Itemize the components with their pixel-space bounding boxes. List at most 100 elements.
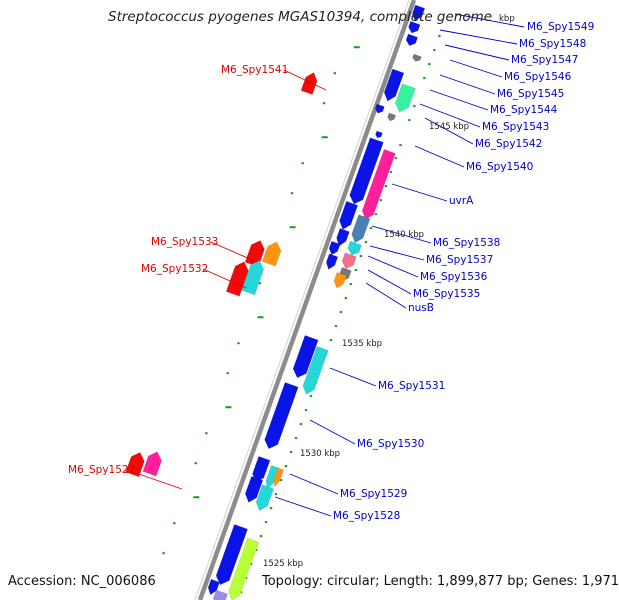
gene-label-m6-spy1541[interactable]: M6_Spy1541 [221,64,289,76]
gene-label-m6-spy1536[interactable]: M6_Spy1536 [420,271,488,283]
gene-m6-spy1532 [241,260,264,296]
gene-label-m6-spy1527[interactable]: M6_Spy1527 [68,464,136,476]
gene-label-m6-spy1542[interactable]: M6_Spy1542 [475,138,543,150]
tick-dash-right [259,535,263,538]
gene-label-m6-spy1535[interactable]: M6_Spy1535 [413,288,481,300]
leader-line-right-4 [439,74,496,95]
tick-label-1535: 1535 kbp [342,339,383,349]
gene-m6-spy1543 [374,103,385,114]
tick-dash-right [299,423,303,426]
gene-m6-spy1533 [261,241,282,267]
tick-dash-left [173,522,176,525]
gene-label-m6-spy1543[interactable]: M6_Spy1543 [482,121,550,133]
tick-dash-left [225,406,232,409]
tick-dash-right [329,339,333,342]
tick-dash-right [359,255,363,258]
genome-summary-text: Topology: circular; Length: 1,899,877 bp… [262,574,619,589]
leader-line-right-14 [365,282,407,309]
gene-orange-b [273,467,284,488]
leader-line-right-1 [439,29,518,45]
tick-dash-left [237,342,240,345]
gene-red-c [125,452,145,478]
tick-dash-right [304,409,308,412]
leader-line-right-8 [414,145,465,168]
gene-label-m6-spy1538[interactable]: M6_Spy1538 [433,237,501,249]
gene-blue-h [207,578,220,596]
tick-dash-right [413,105,416,108]
backbone-inner-line [194,0,410,600]
gene-m6-spy1541 [300,72,318,95]
gene-label-m6-spy1532[interactable]: M6_Spy1532 [141,263,209,275]
gene-label-uvra[interactable]: uvrA [449,195,474,207]
tick-dash-right [394,157,398,160]
tick-dash-left [353,46,360,49]
tick-dash-right [399,144,402,147]
tick-dash-right [374,213,378,216]
tick-dash-right [349,283,353,286]
leader-line-right-13 [367,269,412,295]
tick-dash-left [290,192,294,195]
leader-line-right-12 [367,255,419,278]
gene-lavender-a [213,589,228,600]
gene-label-nusb[interactable]: nusB [408,302,434,314]
tick-dash-left [289,226,296,229]
tick-dash-right [423,77,426,80]
tick-label-1530: 1530 kbp [300,449,341,459]
tick-dash-right [279,479,283,482]
tick-dash-right [244,577,248,580]
tick-dash-right [364,241,368,244]
gene-label-m6-spy1528[interactable]: M6_Spy1528 [333,510,401,522]
gene-m6-spy1528 [255,484,275,512]
gene-m6-spy1537 [328,240,341,256]
leader-line-left-3 [129,470,183,490]
tick-dash-right [269,507,273,510]
genome-map: Streptococcus pyogenes MGAS10394, comple… [8,0,619,600]
leader-line-right-15 [329,367,377,387]
gene-label-m6-spy1544[interactable]: M6_Spy1544 [490,104,558,116]
leader-line-right-3 [449,59,503,78]
genome-backbone [197,0,417,600]
gene-blue-d [326,253,339,270]
gene-m6-spy1546 [412,53,422,62]
gene-blue-c [336,228,350,247]
tick-dash-right [384,185,388,188]
tick-label-kbp: kbp [499,14,515,24]
tick-dash-right [428,63,431,66]
gene-label-m6-spy1537[interactable]: M6_Spy1537 [426,254,494,266]
gene-label-m6-spy1529[interactable]: M6_Spy1529 [340,488,408,500]
leader-line-right-5 [429,89,489,111]
tick-dash-right [239,591,243,594]
tick-dash-right [284,465,288,468]
gene-m6-spy1532-b [225,261,249,297]
gene-label-m6-spy1540[interactable]: M6_Spy1540 [466,161,534,173]
gene-m6-spy1549 [412,4,426,22]
gene-label-m6-spy1531[interactable]: M6_Spy1531 [378,380,446,392]
tick-dash-right [334,325,338,328]
gene-label-m6-spy1533[interactable]: M6_Spy1533 [151,236,219,248]
leader-line-left-2 [202,268,247,289]
tick-dash-right [438,35,441,38]
gene-m6-spy1547 [405,33,419,47]
gene-uvra [361,149,396,220]
gene-label-m6-spy1548[interactable]: M6_Spy1548 [519,38,587,50]
leader-line-right-16 [309,419,356,445]
gene-label-m6-spy1546[interactable]: M6_Spy1546 [504,71,572,83]
gene-m6-spy1548 [408,20,421,34]
gene-label-m6-spy1545[interactable]: M6_Spy1545 [497,88,565,100]
gene-m6-spy1527 [142,451,162,477]
gene-red-b [244,240,265,268]
gene-label-m6-spy1549[interactable]: M6_Spy1549 [527,21,595,33]
leader-line-left-0 [283,69,327,91]
gene-nusb [333,272,347,289]
gene-label-m6-spy1530[interactable]: M6_Spy1530 [357,438,425,450]
gene-spacer-a [375,130,383,139]
gene-blue-g [215,524,248,586]
accession-text: Accession: NC_006086 [8,574,156,589]
tick-dash-right [354,269,358,272]
gene-m6-spy1544 [395,83,416,113]
tick-dash-left [193,496,200,499]
gene-label-m6-spy1547[interactable]: M6_Spy1547 [511,54,579,66]
leader-line-right-0 [454,13,525,28]
gene-lime-a [228,537,260,600]
tick-dash-right [369,227,373,230]
